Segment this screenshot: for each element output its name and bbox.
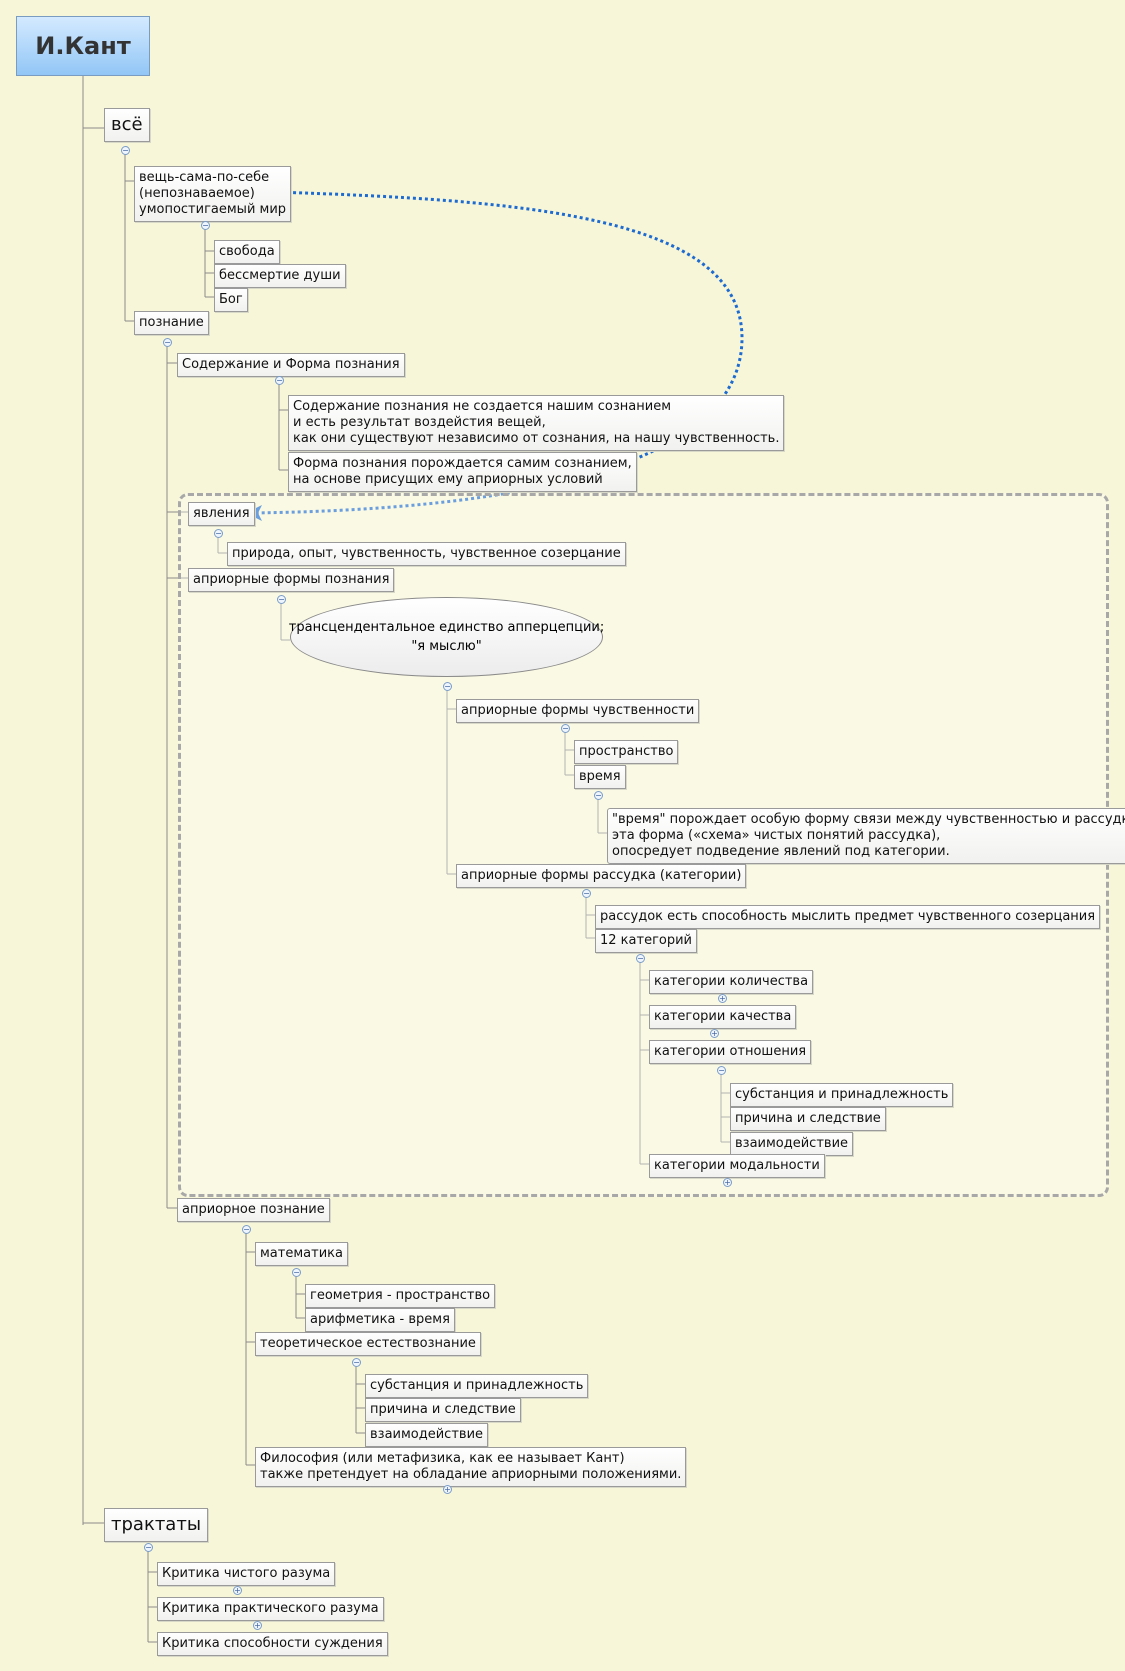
topic-critique-judgment[interactable]: Критика способности суждения xyxy=(157,1632,388,1656)
topic-ns-substance[interactable]: субстанция и принадлежность xyxy=(365,1374,589,1398)
collapse-icon[interactable]: − xyxy=(144,1543,153,1552)
collapse-icon[interactable]: − xyxy=(163,338,172,347)
topic-understanding-def[interactable]: рассудок есть способность мыслить предме… xyxy=(595,905,1101,929)
expand-icon[interactable]: + xyxy=(443,1485,452,1494)
topic-apriori-knowledge[interactable]: априорное познание xyxy=(177,1198,330,1222)
topic-cat-relation[interactable]: категории отношения xyxy=(649,1040,812,1064)
expand-icon[interactable]: + xyxy=(233,1586,242,1595)
topic-forms-sensibility[interactable]: априорные формы чувственности xyxy=(456,699,700,723)
topic-cognition[interactable]: познание xyxy=(134,311,209,335)
collapse-icon[interactable]: − xyxy=(277,595,286,604)
topic-time[interactable]: время xyxy=(574,765,626,789)
topic-forms-understanding[interactable]: априорные формы рассудка (категории) xyxy=(456,864,747,888)
topic-space[interactable]: пространство xyxy=(574,740,679,764)
expand-icon[interactable]: + xyxy=(253,1621,262,1630)
collapse-icon[interactable]: − xyxy=(594,791,603,800)
topic-natural-science[interactable]: теоретическое естествознание xyxy=(255,1332,481,1356)
topic-treatises[interactable]: трактаты xyxy=(104,1508,209,1542)
topic-rel-interaction[interactable]: взаимодействие xyxy=(730,1132,854,1156)
topic-ns-cause[interactable]: причина и следствие xyxy=(365,1398,521,1422)
topic-cat-quality[interactable]: категории качества xyxy=(649,1005,797,1029)
expand-icon[interactable]: + xyxy=(710,1029,719,1038)
collapse-icon[interactable]: − xyxy=(561,724,570,733)
topic-immortality[interactable]: бессмертие души xyxy=(214,264,346,288)
topic-phenomena[interactable]: явления xyxy=(188,502,255,526)
collapse-icon[interactable]: − xyxy=(352,1358,361,1367)
topic-time-note[interactable]: "время" порождает особую форму связи меж… xyxy=(607,808,1125,864)
topic-philosophy[interactable]: Философия (или метафизика, как ее называ… xyxy=(255,1447,687,1487)
topic-ns-interaction[interactable]: взаимодействие xyxy=(365,1423,489,1447)
collapse-icon[interactable]: − xyxy=(275,376,284,385)
topic-thing-in-itself[interactable]: вещь-сама-по-себе (непознаваемое) умопос… xyxy=(134,166,292,222)
collapse-icon[interactable]: − xyxy=(717,1066,726,1075)
topic-critique-pure[interactable]: Критика чистого разума xyxy=(157,1562,336,1586)
topic-apperception[interactable]: трансцендентальное единство апперцепции;… xyxy=(289,597,604,677)
collapse-icon[interactable]: − xyxy=(636,954,645,963)
topic-cat-modality[interactable]: категории модальности xyxy=(649,1154,825,1178)
topic-apriori-forms[interactable]: априорные формы познания xyxy=(188,568,395,592)
topic-form-text[interactable]: Форма познания порождается самим сознани… xyxy=(288,452,637,492)
topic-vse[interactable]: всё xyxy=(104,108,150,142)
collapse-icon[interactable]: − xyxy=(214,529,223,538)
collapse-icon[interactable]: − xyxy=(582,889,591,898)
collapse-icon[interactable]: − xyxy=(121,146,130,155)
topic-content-text[interactable]: Содержание познания не создается нашим с… xyxy=(288,395,785,451)
topic-rel-cause[interactable]: причина и следствие xyxy=(730,1107,886,1131)
topic-rel-substance[interactable]: субстанция и принадлежность xyxy=(730,1083,954,1107)
topic-content-form[interactable]: Содержание и Форма познания xyxy=(177,353,405,377)
expand-icon[interactable]: + xyxy=(723,1178,732,1187)
collapse-icon[interactable]: − xyxy=(242,1225,251,1234)
topic-cat-quantity[interactable]: категории количества xyxy=(649,970,814,994)
collapse-icon[interactable]: − xyxy=(201,221,210,230)
topic-freedom[interactable]: свобода xyxy=(214,240,280,264)
topic-arithmetic[interactable]: арифметика - время xyxy=(305,1308,455,1332)
topic-phenomena-detail[interactable]: природа, опыт, чувственность, чувственно… xyxy=(227,542,626,566)
topic-geometry[interactable]: геометрия - пространство xyxy=(305,1284,496,1308)
topic-twelve-categories[interactable]: 12 категорий xyxy=(595,929,697,953)
topic-critique-practical[interactable]: Критика практического разума xyxy=(157,1597,384,1621)
expand-icon[interactable]: + xyxy=(718,994,727,1003)
topic-mathematics[interactable]: математика xyxy=(255,1242,348,1266)
topic-god[interactable]: Бог xyxy=(214,288,248,312)
root-topic[interactable]: И.Кант xyxy=(16,16,150,76)
collapse-icon[interactable]: − xyxy=(443,682,452,691)
collapse-icon[interactable]: − xyxy=(292,1268,301,1277)
